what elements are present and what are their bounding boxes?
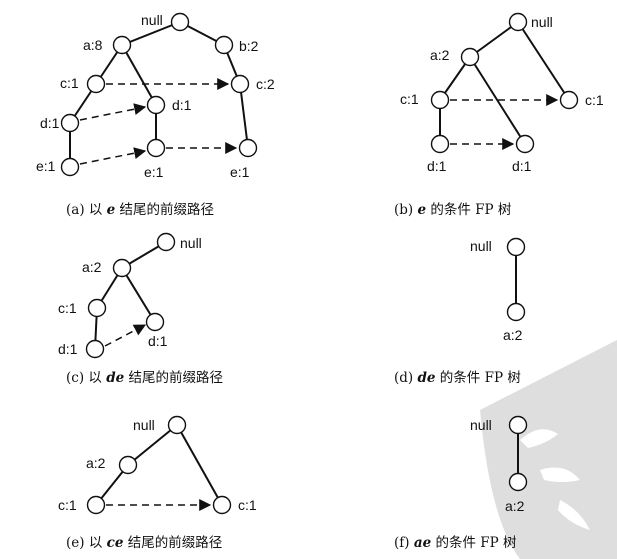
node-c xyxy=(86,495,106,515)
node-c xyxy=(230,74,250,94)
node-null xyxy=(506,237,526,257)
node-d xyxy=(430,134,450,154)
node-b xyxy=(214,35,234,55)
node-label: c:1 xyxy=(58,497,77,513)
node-label: b:2 xyxy=(239,38,259,54)
node-label: null xyxy=(470,417,492,433)
node-null xyxy=(156,232,176,252)
node-label: d:1 xyxy=(172,97,192,113)
caption-b: (b) e 的条件 FP 树 xyxy=(394,201,511,218)
panel-b: null a:2 c:1 c:1 d:1 d:1 (b) e 的条件 FP 树 xyxy=(394,12,604,218)
node-c xyxy=(86,74,106,94)
node-e xyxy=(146,138,166,158)
panel-f: null a:2 (f) ae 的条件 FP 树 xyxy=(394,415,528,551)
node-null xyxy=(508,12,528,32)
node-d xyxy=(515,134,535,154)
node-label: d:1 xyxy=(58,341,78,357)
node-d xyxy=(145,312,165,332)
caption-a: (a) 以 e 结尾的前缀路径 xyxy=(66,201,214,218)
node-label: e:1 xyxy=(144,164,164,180)
node-label: null xyxy=(180,235,202,251)
node-label: null xyxy=(141,12,163,28)
node-label: null xyxy=(470,238,492,254)
caption-f: (f) ae 的条件 FP 树 xyxy=(394,534,517,551)
caption-d: (d) de 的条件 FP 树 xyxy=(394,369,521,386)
node-label: c:1 xyxy=(60,75,79,91)
caption-c: (c) 以 de 结尾的前缀路径 xyxy=(66,369,223,386)
caption-e: (e) 以 ce 结尾的前缀路径 xyxy=(66,534,222,551)
node-a xyxy=(508,472,528,492)
node-label: c:1 xyxy=(585,92,604,108)
node-label: a:2 xyxy=(82,259,102,275)
node-label: a:8 xyxy=(83,37,103,53)
node-a xyxy=(112,35,132,55)
node-label: a:2 xyxy=(430,47,450,63)
node-label: e:1 xyxy=(36,158,56,174)
node-e xyxy=(238,138,258,158)
node-null xyxy=(170,12,190,32)
node-label: null xyxy=(133,417,155,433)
node-a xyxy=(112,258,132,278)
node-label: a:2 xyxy=(505,498,525,514)
node-c xyxy=(430,90,450,110)
node-a xyxy=(460,47,480,67)
node-d xyxy=(60,113,80,133)
node-label: d:1 xyxy=(40,115,60,131)
watermark-logo xyxy=(480,340,617,559)
node-label: c:1 xyxy=(58,300,77,316)
node-label: d:1 xyxy=(512,158,532,174)
node-e xyxy=(60,157,80,177)
node-a xyxy=(118,455,138,475)
node-label: c:2 xyxy=(256,76,275,92)
node-c xyxy=(559,90,579,110)
panel-d: null a:2 (d) de 的条件 FP 树 xyxy=(394,237,526,386)
node-label: null xyxy=(531,14,553,30)
node-null xyxy=(508,415,528,435)
node-d xyxy=(85,339,105,359)
panel-c: null a:2 c:1 d:1 d:1 (c) 以 de 结尾的前缀路径 xyxy=(58,232,223,386)
node-label: a:2 xyxy=(86,455,106,471)
node-label: e:1 xyxy=(230,164,250,180)
panel-a: null a:8 b:2 c:1 c:2 d:1 d:1 e:1 e:1 e:1… xyxy=(36,12,275,218)
panel-e: null a:2 c:1 c:1 (e) 以 ce 结尾的前缀路径 xyxy=(58,415,257,551)
node-label: d:1 xyxy=(427,158,447,174)
node-label: a:2 xyxy=(503,327,523,343)
node-a xyxy=(506,302,526,322)
node-d xyxy=(146,95,166,115)
node-c xyxy=(212,495,232,515)
node-label: c:1 xyxy=(400,91,419,107)
node-label: c:1 xyxy=(238,497,257,513)
node-c xyxy=(87,298,107,318)
node-label: d:1 xyxy=(148,333,168,349)
node-null xyxy=(167,415,187,435)
